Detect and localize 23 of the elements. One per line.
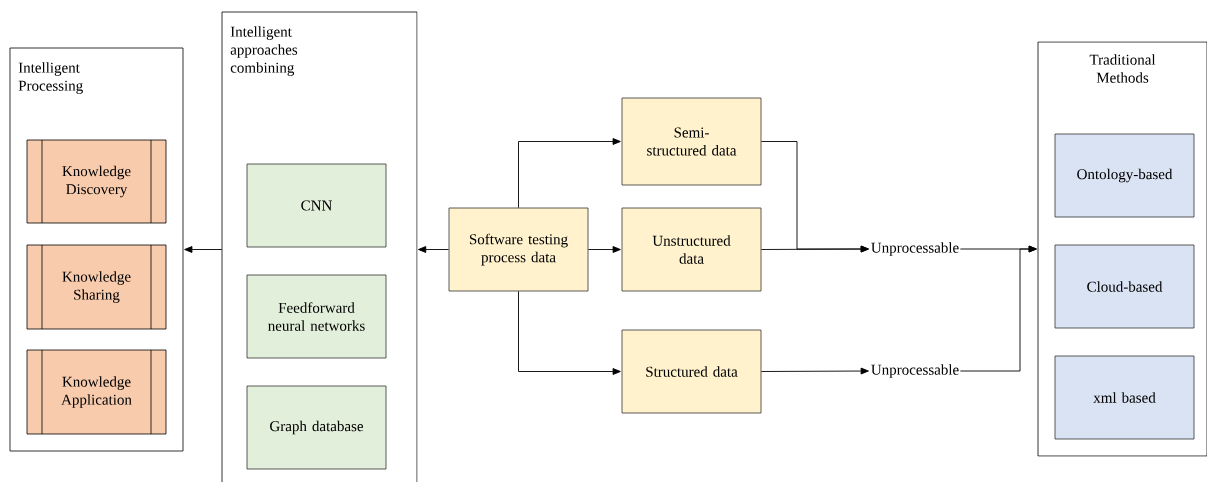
arrow (760, 367, 869, 375)
arrow (959, 245, 1037, 372)
arrow (518, 290, 621, 375)
arrow (587, 246, 621, 253)
process-box: Software testing process data (448, 207, 589, 292)
arrow (518, 138, 621, 209)
process-box: Ontology-based (1054, 133, 1195, 218)
process-box: CNN (246, 163, 387, 248)
process-box: Knowledge Sharing (26, 244, 167, 330)
process-box: Knowledge Application (26, 349, 167, 435)
process-box: Graph database (246, 385, 387, 470)
process-box: Structured data (621, 329, 762, 414)
arrow (418, 246, 450, 253)
process-box: Cloud-based (1054, 244, 1195, 329)
process-box: Knowledge Discovery (26, 139, 167, 224)
process-box: Unstructured data (621, 207, 762, 292)
process-box: Feedforward neural networks (246, 274, 387, 359)
status-text: Unprocessable (871, 364, 959, 378)
process-box: Semi-structured data (621, 97, 762, 186)
process-box: xml based (1054, 355, 1195, 440)
arrow (184, 246, 223, 253)
arrow (760, 245, 869, 253)
status-text: Unprocessable (871, 242, 959, 256)
